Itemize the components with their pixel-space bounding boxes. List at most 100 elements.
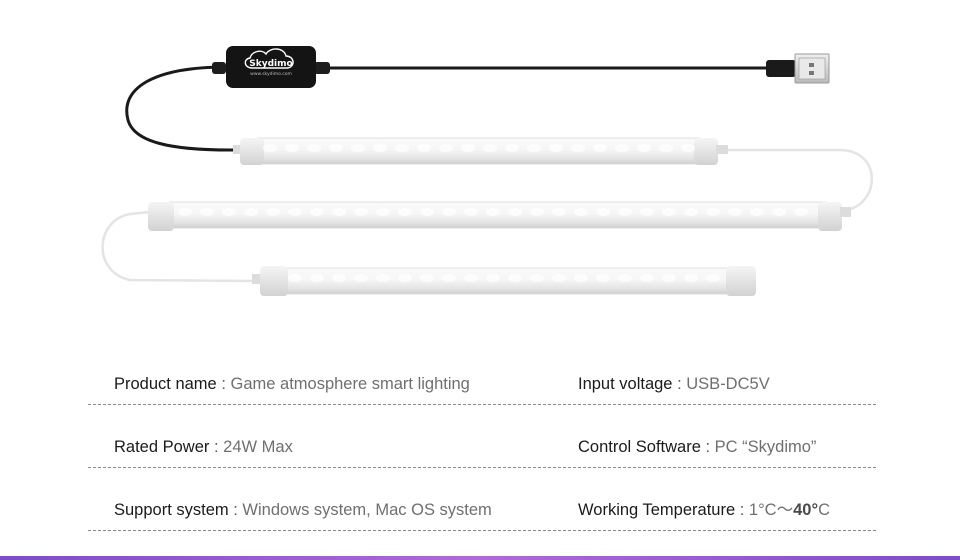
led-dot [395,144,409,152]
usb-plug [766,53,830,84]
led-dot [420,274,434,282]
led-dot [464,274,478,282]
led-dot [659,144,673,152]
spec-key: Rated Power [114,438,210,456]
spec-working-temperature: Working Temperature : 1°C～40°C [578,496,830,520]
led-dot [200,208,214,216]
spec-sep: : [672,375,687,393]
led-dot [596,208,610,216]
led-dot [486,274,500,282]
led-dot [354,208,368,216]
led-dot [354,274,368,282]
led-dot [505,144,519,152]
led-dot [307,144,321,152]
led-dot [640,274,654,282]
spec-key: Working Temperature [578,501,736,519]
led-dot [508,274,522,282]
led-dot [571,144,585,152]
led-dot [640,208,654,216]
usb-cable-loop [125,65,246,152]
led-dot [266,208,280,216]
led-dot [750,208,764,216]
accent-bar [0,556,960,560]
spec-key: Input voltage [578,375,673,393]
led-dot [530,208,544,216]
led-dot [552,208,566,216]
spec-row: Rated Power : 24W Max Control Software :… [88,405,876,468]
spec-value: PC “Skydimo” [714,438,817,456]
led-dot [288,274,302,282]
spec-value: Windows system, Mac OS system [242,501,492,519]
led-dot [615,144,629,152]
led-dot [618,274,632,282]
led-dot [442,274,456,282]
led-dot [439,144,453,152]
spec-row: Product name : Game atmosphere smart lig… [88,356,876,405]
led-dot [574,208,588,216]
product-illustration: Skydimo www.skydimo.com [101,46,873,296]
brand-logo: Skydimo [249,59,292,69]
led-dot [178,208,192,216]
led-dot [618,208,632,216]
spec-rated-power: Rated Power : 24W Max [114,438,293,457]
led-bar-bottom [252,266,756,296]
led-dot [681,144,695,152]
spec-sep: : [735,501,749,519]
led-dot [332,274,346,282]
spec-value-tilde: ～ [776,501,794,519]
spec-value-high: 40° [793,501,819,519]
led-dot [244,208,258,216]
white-cable-1 [728,148,873,213]
spec-key: Control Software [578,438,701,456]
led-dot [442,208,456,216]
led-dot [596,274,610,282]
led-dots [178,144,808,282]
led-dot [486,208,500,216]
led-dot [398,274,412,282]
led-dot [794,208,808,216]
led-dot [527,144,541,152]
led-dot [662,208,676,216]
led-dot [464,208,478,216]
skydimo-controller: Skydimo www.skydimo.com [212,46,330,88]
led-dot [574,274,588,282]
spec-row: Support system : Windows system, Mac OS … [88,468,876,531]
brand-url: www.skydimo.com [250,71,292,77]
spec-key: Product name [114,375,217,393]
led-dot [263,144,277,152]
spec-input-voltage: Input voltage : USB-DC5V [578,375,770,394]
led-dot [417,144,431,152]
led-dot [728,208,742,216]
led-dot [376,274,390,282]
spec-value: 24W Max [223,438,293,456]
led-dot [508,208,522,216]
spec-sep: : [209,438,224,456]
led-dot [398,208,412,216]
led-dot [706,208,720,216]
spec-key: Support system [114,501,229,519]
led-dot [637,144,651,152]
spec-product-name: Product name : Game atmosphere smart lig… [114,375,470,394]
led-dot [288,208,302,216]
led-bar-middle [148,201,851,231]
led-dot [662,274,676,282]
led-dot [329,144,343,152]
spec-support-system: Support system : Windows system, Mac OS … [114,501,492,520]
white-cable-2 [101,210,255,283]
led-dot [593,144,607,152]
spec-value-low: 1°C [748,501,777,519]
led-dot [530,274,544,282]
led-dot [310,208,324,216]
led-bar-top [233,137,728,165]
spec-sep: : [216,375,231,393]
led-dot [351,144,365,152]
led-dot [373,144,387,152]
led-dot [420,208,434,216]
spec-value: Game atmosphere smart lighting [230,375,470,393]
spec-sep: : [228,501,243,519]
spec-table: Product name : Game atmosphere smart lig… [88,356,876,531]
spec-value: USB-DC5V [686,375,770,393]
led-dot [376,208,390,216]
led-dot [222,208,236,216]
spec-control-software: Control Software : PC “Skydimo” [578,438,816,457]
